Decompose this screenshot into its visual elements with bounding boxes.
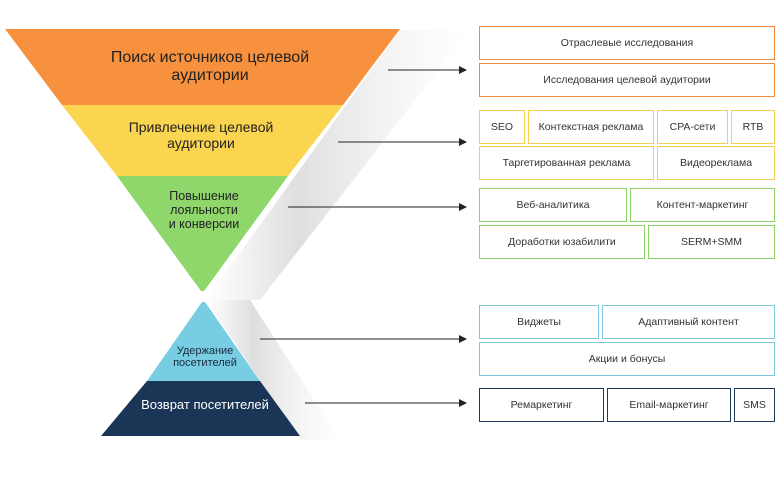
- stage-label-loyalty: Повышение лояльности и конверсии: [168, 189, 240, 231]
- box-web-analytics: Веб-аналитика: [479, 188, 627, 222]
- stage-label-attract: Привлечение целевой аудитории: [128, 119, 274, 151]
- box-video-ads: Видеореклама: [657, 146, 775, 180]
- box-context-ads: Контекстная реклама: [528, 110, 654, 144]
- box-remarketing: Ремаркетинг: [479, 388, 604, 422]
- box-email-marketing: Email-маркетинг: [607, 388, 731, 422]
- funnel-stage-loyalty-band: [117, 176, 288, 291]
- box-content-marketing: Контент-маркетинг: [630, 188, 775, 222]
- box-widgets: Виджеты: [479, 305, 599, 339]
- box-rtb: RTB: [731, 110, 775, 144]
- stage-label-retain: Удержание посетителей: [173, 344, 237, 369]
- box-promos-bonuses: Акции и бонусы: [479, 342, 775, 376]
- box-usability: Доработки юзабилити: [479, 225, 645, 259]
- pyramid-stage-return-band: [101, 381, 300, 436]
- box-sms: SMS: [734, 388, 775, 422]
- stage-label-return: Возврат посетителей: [141, 396, 269, 412]
- funnel-shadow: [206, 30, 470, 300]
- box-targeted-ads: Таргетированная реклама: [479, 146, 654, 180]
- box-seo: SEO: [479, 110, 525, 144]
- pyramid-stage-retain-band: [147, 302, 260, 381]
- funnel-stage-search-band: [5, 29, 400, 105]
- box-cpa-networks: CPA-сети: [657, 110, 728, 144]
- box-industry-research: Отраслевые исследования: [479, 26, 775, 60]
- box-audience-research: Исследования целевой аудитории: [479, 63, 775, 97]
- stage-label-search: Поиск источников целевой аудитории: [110, 49, 310, 84]
- box-serm-smm: SERM+SMM: [648, 225, 775, 259]
- box-adaptive-content: Адаптивный контент: [602, 305, 775, 339]
- funnel-stage-attract-band: [62, 105, 343, 176]
- pyramid-shadow: [206, 300, 340, 440]
